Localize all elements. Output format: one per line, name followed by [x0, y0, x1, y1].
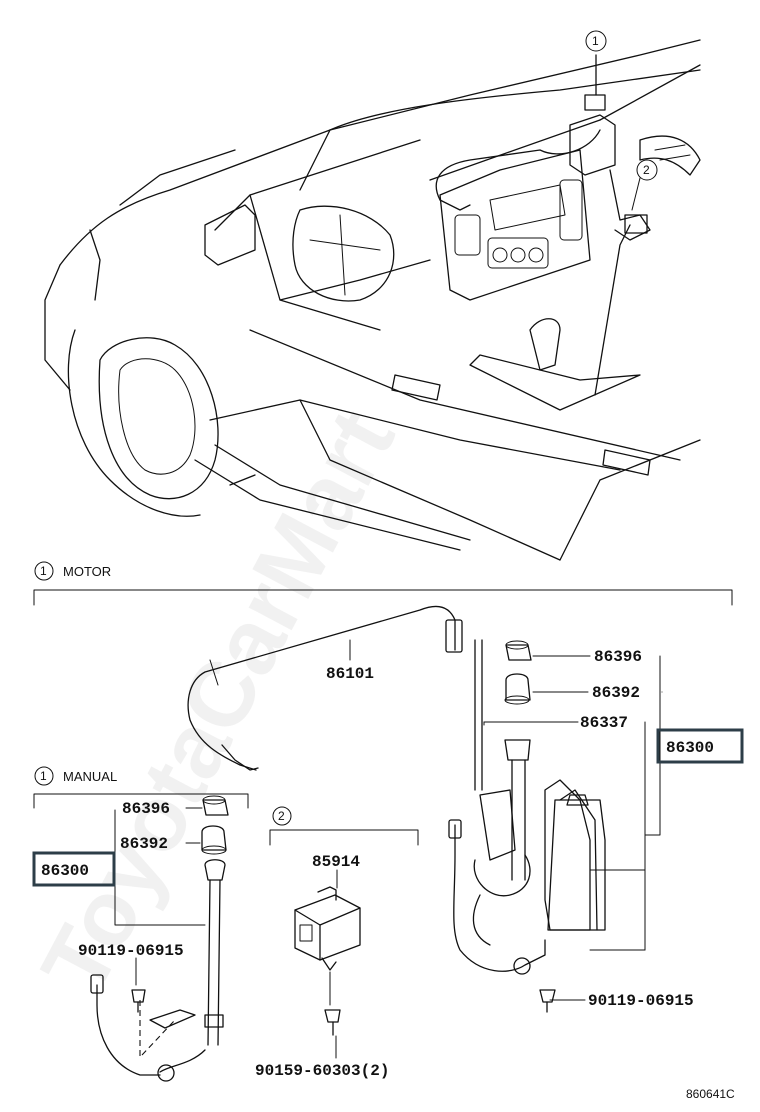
relay-assembly [294, 869, 361, 1059]
motor-antenna-assembly [448, 639, 606, 1013]
vehicle-callout-2: 2 [631, 159, 658, 211]
manual-antenna-assembly [90, 795, 229, 1082]
part-manual-90119-06915: 90119-06915 [78, 942, 184, 960]
figure-code: 860641C [686, 1087, 735, 1101]
part-motor-86392: 86392 [592, 684, 640, 702]
part-86101: 86101 [326, 665, 374, 683]
antenna-cord [187, 605, 463, 771]
vehicle-callout-1-number: 1 [592, 34, 599, 48]
part-motor-86337: 86337 [580, 714, 628, 732]
part-motor-86300-highlight: 86300 [656, 728, 744, 764]
section-two-header: 2 [269, 806, 419, 846]
section-motor-marker: 1 [40, 564, 47, 578]
motor-leader-lines [483, 655, 663, 1001]
watermark-text: ToyotaCarMart [23, 394, 415, 1009]
section-manual-title: MANUAL [63, 769, 117, 784]
watermark: ToyotaCarMart [23, 394, 415, 1009]
part-85914: 85914 [312, 853, 360, 871]
part-motor-86300: 86300 [666, 739, 714, 757]
part-manual-86396: 86396 [122, 800, 170, 818]
section-motor-title: MOTOR [63, 564, 111, 579]
vehicle-callout-2-number: 2 [643, 163, 650, 177]
part-manual-86300: 86300 [41, 862, 89, 880]
section-motor-header: 1 MOTOR [33, 561, 733, 606]
section-manual-marker: 1 [40, 769, 47, 783]
manual-leader-lines [114, 807, 206, 986]
section-manual-header: 1 MANUAL [33, 766, 249, 809]
part-90159-60303: 90159-60303(2) [255, 1062, 389, 1080]
vehicle-illustration: 1 2 [44, 30, 701, 561]
section-two-marker: 2 [278, 809, 285, 823]
part-manual-86392: 86392 [120, 835, 168, 853]
vehicle-antenna [435, 54, 651, 396]
part-motor-86396: 86396 [594, 648, 642, 666]
part-motor-90119-06915: 90119-06915 [588, 992, 694, 1010]
vehicle-callout-1: 1 [585, 30, 607, 52]
part-manual-86300-highlight: 86300 [32, 851, 116, 887]
